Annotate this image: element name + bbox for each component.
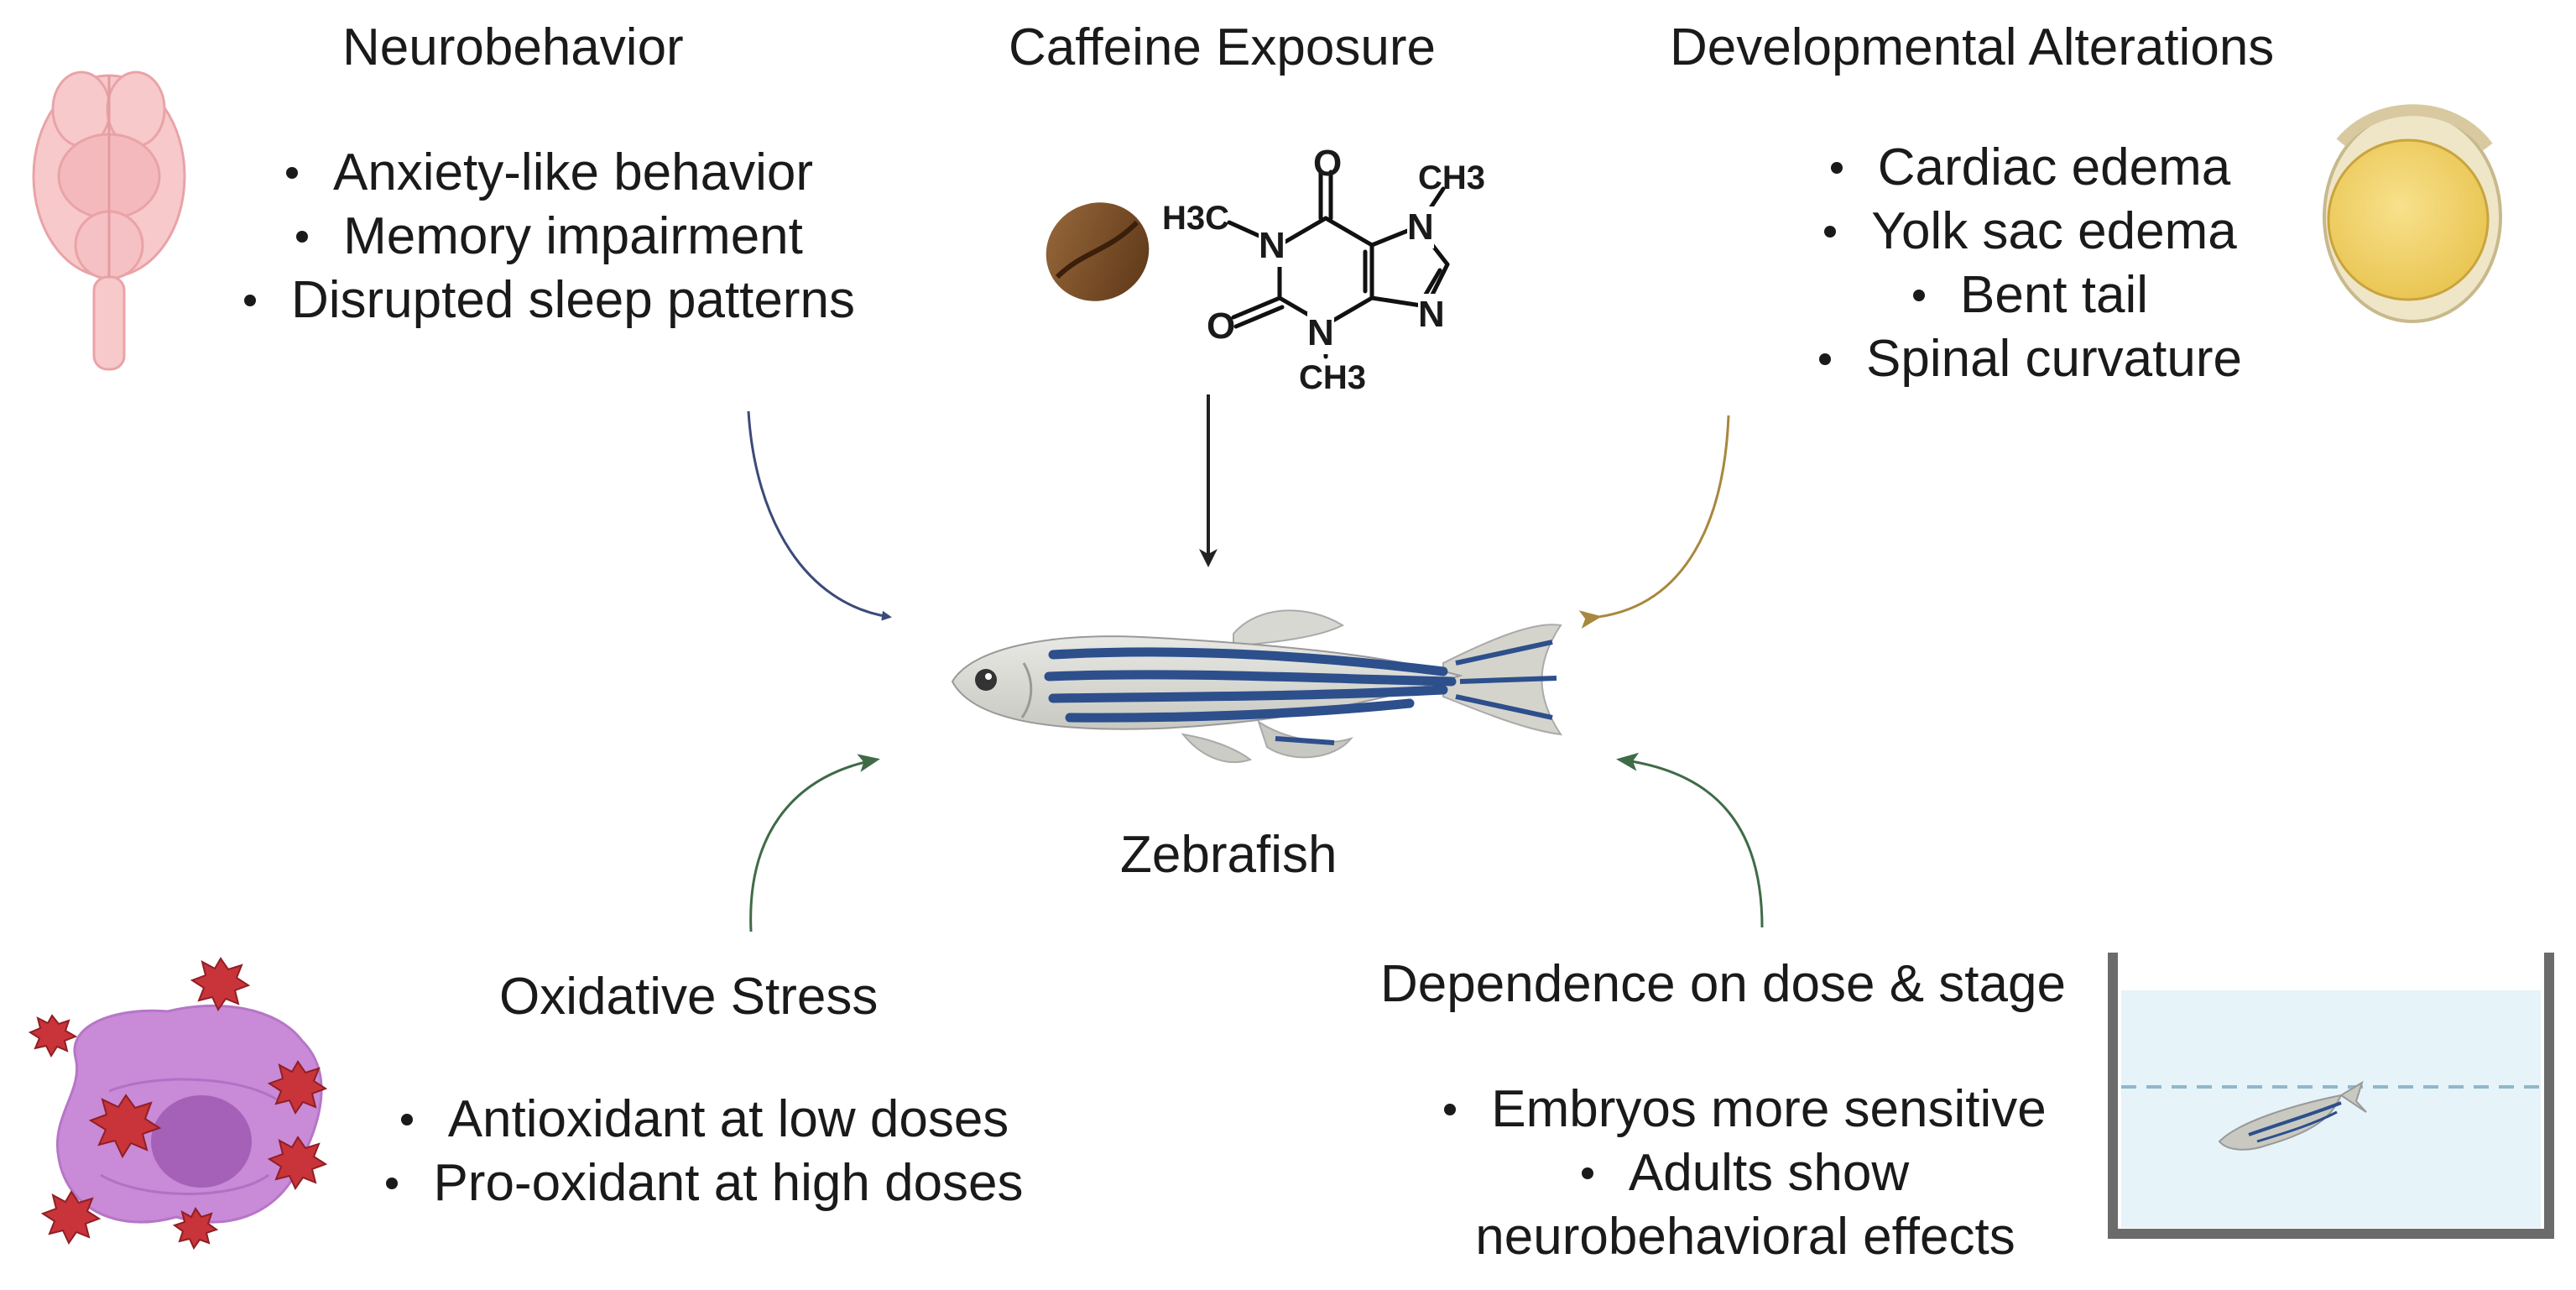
atom-ch3-bottom: CH3	[1299, 359, 1367, 396]
list-item: Antioxidant at low doses	[369, 1088, 1040, 1152]
arrow-oxidative	[749, 754, 880, 932]
adult-fish-icon	[2218, 1080, 2367, 1151]
ros-particles	[28, 957, 328, 1251]
developmental-list: Cardiac edema Yolk sac edema Bent tail S…	[1779, 136, 2282, 391]
atom-n7: N	[1407, 206, 1434, 248]
atom-n1: N	[1259, 225, 1285, 267]
list-item: Yolk sac edema	[1779, 200, 2282, 264]
arrow-neurobehavior	[747, 410, 892, 621]
dose-stage-heading: Dependence on dose & stage	[1380, 955, 2066, 1013]
zebrafish-label: Zebrafish	[1120, 826, 1338, 884]
list-item: Bent tail	[1779, 264, 2282, 327]
zebrafish-icon	[951, 609, 1563, 764]
atom-n9: N	[1418, 294, 1445, 336]
list-item: Cardiac edema	[1779, 136, 2282, 200]
list-item: Adults show	[1410, 1141, 2081, 1205]
atom-ch3-top: CH3	[1418, 159, 1486, 196]
oxidative-heading: Oxidative Stress	[499, 968, 879, 1026]
neurobehavior-list: Anxiety-like behavior Memory impairment …	[210, 141, 889, 332]
embryo-icon	[2323, 104, 2502, 323]
dose-stage-list: Embryos more sensitive Adults show neuro…	[1410, 1078, 2081, 1269]
tank-icon	[2108, 953, 2554, 1239]
brain-icon	[32, 71, 186, 371]
list-item: Embryos more sensitive	[1410, 1078, 2081, 1141]
atom-o-left: O	[1207, 306, 1236, 347]
list-item: neurobehavioral effects	[1475, 1208, 2015, 1266]
list-item: Memory impairment	[210, 205, 889, 269]
coffee-bean-icon	[1046, 202, 1150, 301]
arrow-dose-stage	[1616, 752, 1764, 928]
atom-n3: N	[1307, 312, 1334, 354]
list-item: Spinal curvature	[1779, 327, 2282, 391]
caffeine-heading: Caffeine Exposure	[1009, 18, 1436, 76]
oxidative-list: Antioxidant at low doses Pro-oxidant at …	[369, 1088, 1040, 1215]
list-item: Anxiety-like behavior	[210, 141, 889, 205]
cell-icon	[55, 1004, 323, 1224]
list-item: Disrupted sleep patterns	[210, 269, 889, 332]
atom-h3c: H3C	[1162, 200, 1230, 237]
arrow-developmental	[1578, 415, 1730, 629]
neurobehavior-heading: Neurobehavior	[342, 18, 684, 76]
atom-o-top: O	[1313, 143, 1343, 184]
list-item: Pro-oxidant at high doses	[369, 1152, 1040, 1215]
developmental-heading: Developmental Alterations	[1670, 18, 2275, 76]
